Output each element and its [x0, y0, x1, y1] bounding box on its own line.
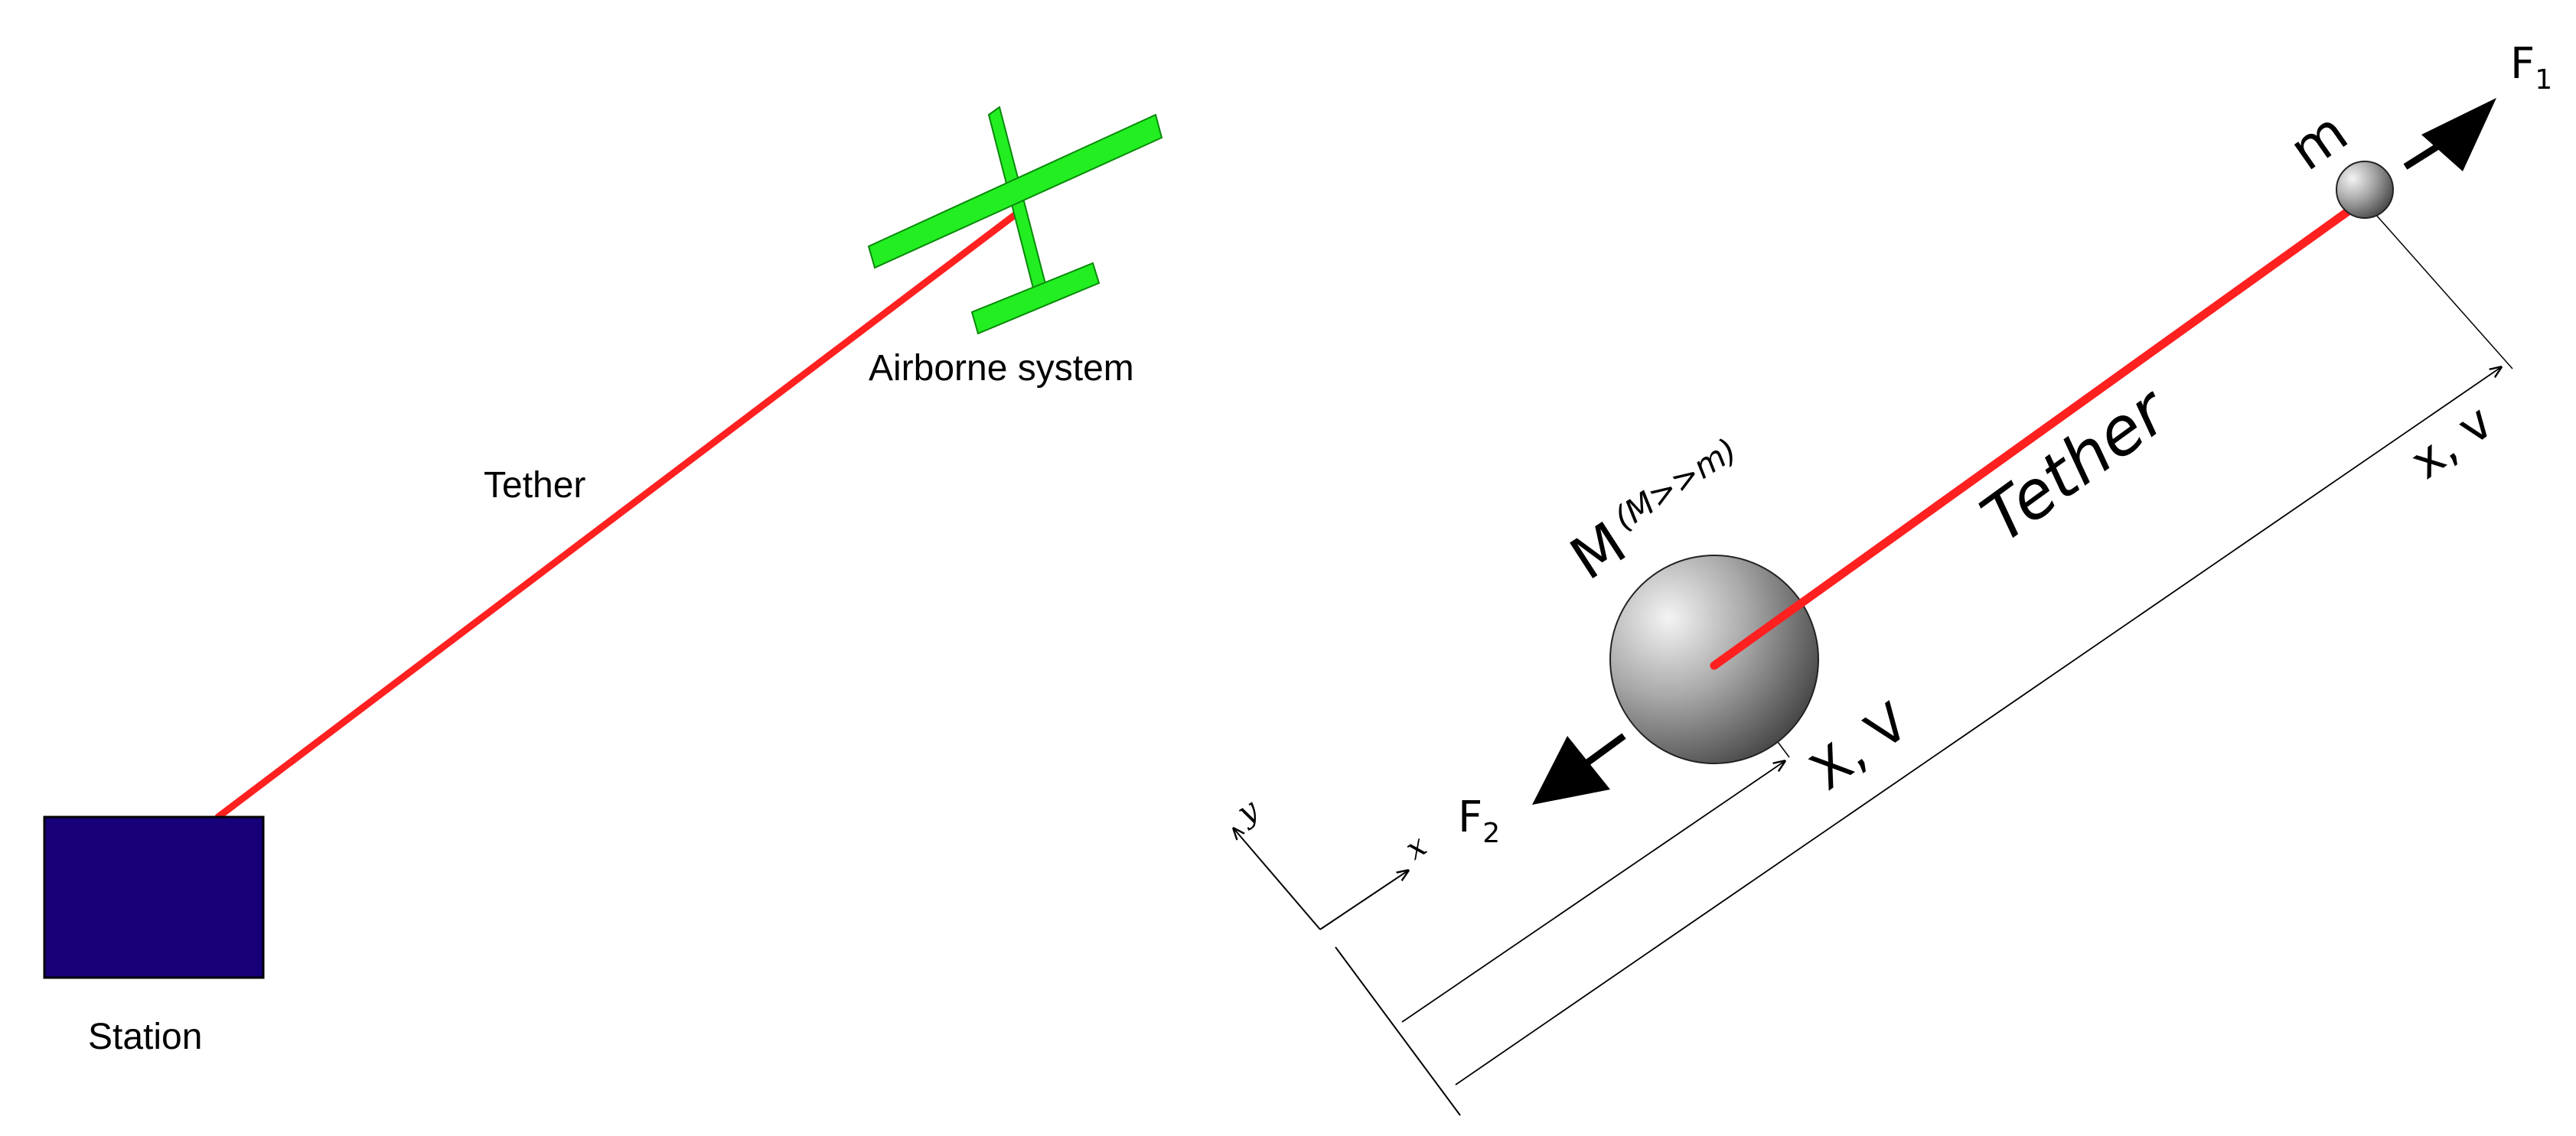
extension-line-small — [2362, 200, 2513, 369]
axis-y-label: y — [1230, 792, 1266, 832]
tether-line — [214, 209, 1022, 821]
force1-label: F1 — [2510, 39, 2552, 96]
force2-symbol: F — [1458, 793, 1482, 842]
force1-arrow-icon — [2403, 98, 2496, 171]
large-mass-coords: X, V — [1800, 692, 1920, 802]
force2-label: F2 — [1458, 793, 1500, 849]
dimension-line-large-mass — [1401, 761, 1785, 1023]
small-mass-ball — [2336, 161, 2394, 219]
force2-arrow-icon — [1532, 733, 1626, 805]
tether-line-right — [1710, 196, 2368, 670]
reference-baseline — [1335, 946, 1461, 1116]
right-panel: x y F1 F2 m M ( — [1230, 39, 2552, 1116]
dimension-line-small-mass — [1455, 367, 2501, 1086]
force1-subscript: 1 — [2535, 64, 2552, 96]
large-mass-ball — [1609, 555, 1819, 764]
force2-subscript: 2 — [1482, 818, 1500, 849]
airborne-system-label: Airborne system — [869, 348, 1134, 389]
axis-x-label: x — [1399, 828, 1433, 867]
force1-symbol: F — [2510, 39, 2535, 89]
station-label: Station — [88, 1017, 202, 1057]
small-mass-coords: x, v — [2400, 394, 2503, 490]
large-mass-note: (M>>m) — [1607, 431, 1743, 537]
tether-label: Tether — [484, 465, 585, 506]
aircraft-icon — [867, 106, 1163, 335]
left-panel: Station Tether Airborne system — [43, 106, 1163, 1057]
station-box — [43, 815, 265, 979]
coordinate-axes: x y — [1230, 792, 1433, 930]
